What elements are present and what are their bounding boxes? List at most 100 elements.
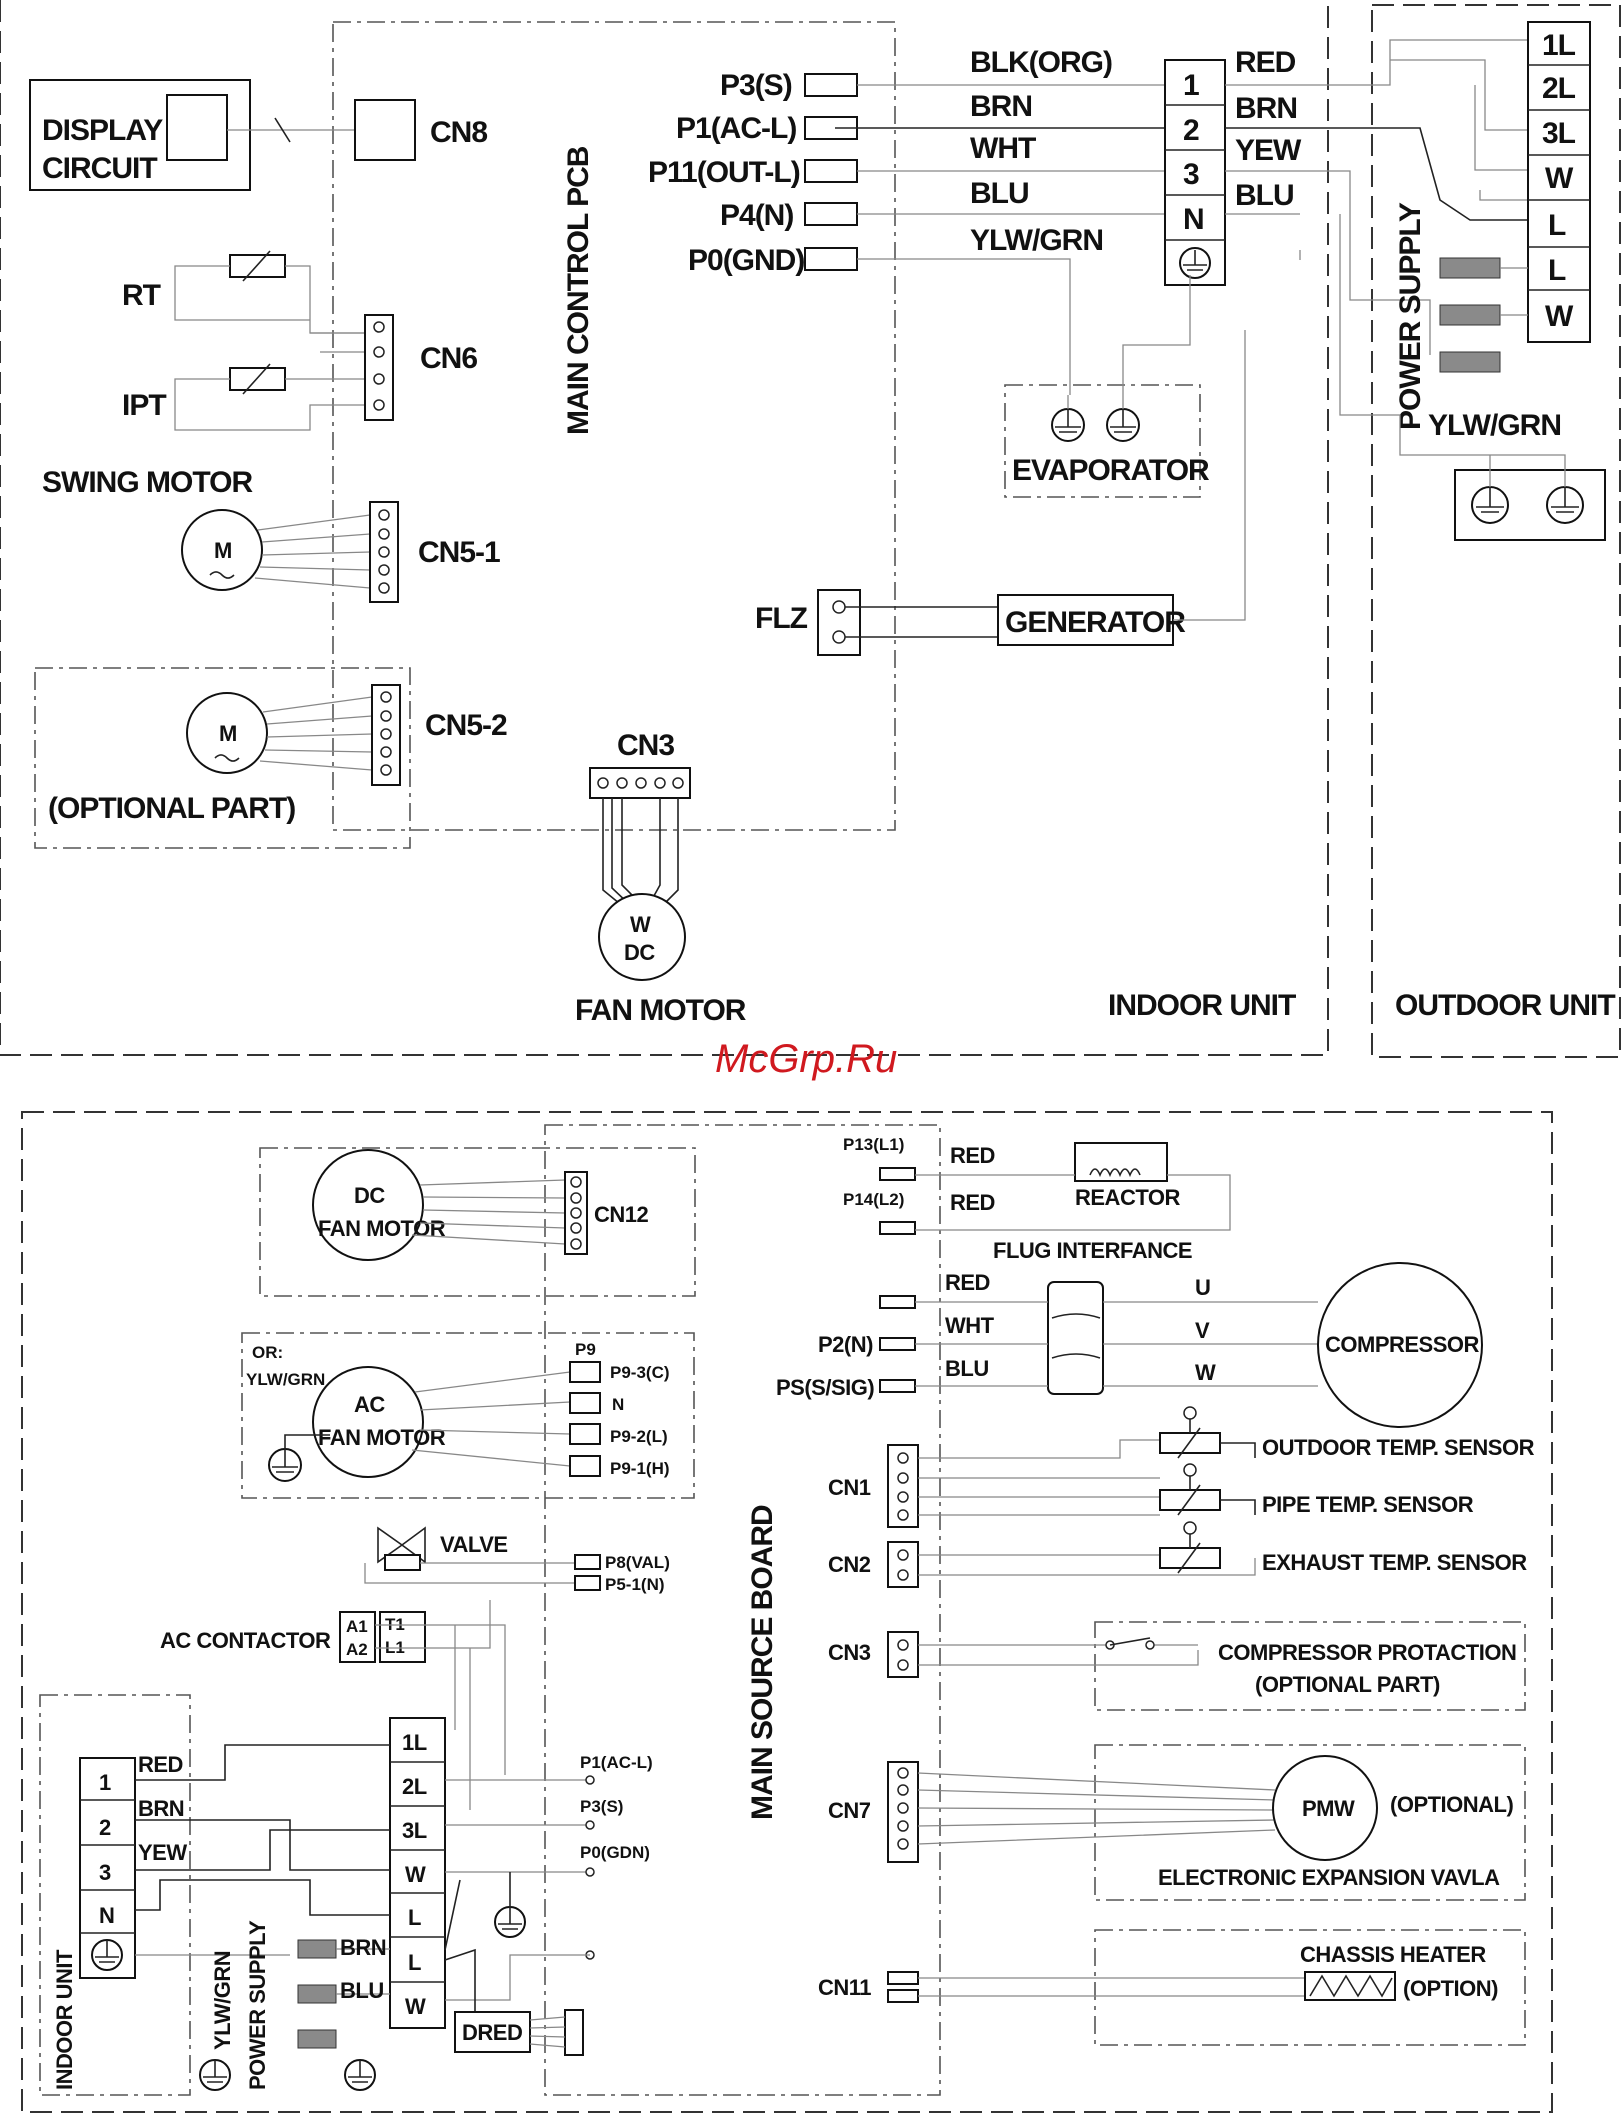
outdoor-temp-sensor-label: OUTDOOR TEMP. SENSOR — [1262, 1435, 1535, 1460]
bottom-indoor-terminal-3: 3 — [99, 1860, 111, 1885]
power-terminal-1l: 1L — [402, 1730, 427, 1755]
red-wire-2: RED — [950, 1190, 995, 1215]
p2-n-label: P2(N) — [818, 1332, 873, 1357]
terminal-n: N — [1183, 203, 1204, 236]
cn2-label: CN2 — [828, 1552, 871, 1577]
valve-icon — [377, 1526, 426, 1564]
dc-fan-motor — [312, 1149, 424, 1261]
outdoor-terminal-l1: L — [1548, 209, 1566, 242]
dc-fan-label-1: DC — [354, 1183, 385, 1208]
outdoor-temp-sensor — [1159, 1432, 1221, 1454]
bottom-power-supply-label: POWER SUPPLY — [245, 1920, 270, 2090]
p13-label: P13(L1) — [843, 1135, 904, 1154]
p9-label: P9 — [575, 1340, 596, 1359]
main-source-board-label: MAIN SOURCE BOARD — [746, 1505, 779, 1820]
outdoor-terminal-w2: W — [1545, 300, 1574, 333]
main-control-pcb-label: MAIN CONTROL PCB — [562, 146, 595, 435]
main-source-board-frame — [544, 1124, 941, 2096]
power-terminal-l1: L — [408, 1905, 421, 1930]
wire-brn-r: BRN — [1235, 92, 1297, 125]
wire-blu-r: BLU — [1235, 179, 1294, 212]
v-label: V — [1195, 1318, 1210, 1343]
watermark: McGrp.Ru — [715, 1037, 897, 1081]
generator-label: GENERATOR — [1005, 606, 1186, 639]
pipe-temp-sensor-label: PIPE TEMP. SENSOR — [1262, 1492, 1474, 1517]
fan-motor-dc: DC — [624, 940, 655, 965]
exhaust-temp-sensor-label: EXHAUST TEMP. SENSOR — [1262, 1550, 1527, 1575]
p3-s-label: P3(S) — [580, 1797, 623, 1816]
p8-label: P8(VAL) — [605, 1553, 670, 1572]
optional-motor — [186, 692, 268, 774]
outdoor-terminal-l2: L — [1548, 254, 1566, 287]
bottom-indoor-frame — [39, 1694, 191, 2096]
optional-part-label: (OPTIONAL PART) — [48, 792, 295, 825]
outdoor-unit-frame-bottom — [21, 1111, 1553, 2113]
bottom-ylw-grn-label: YLW/GRN — [210, 1951, 235, 2050]
red-wire-1: RED — [950, 1143, 995, 1168]
compressor-label: COMPRESSOR — [1325, 1332, 1480, 1357]
bottom-power-cable-brn — [297, 1939, 337, 1959]
outdoor-terminal-3l: 3L — [1542, 117, 1576, 150]
port-p1: P1(AC-L) — [676, 112, 796, 145]
cn7-label: CN7 — [828, 1798, 871, 1823]
uvw-wire-wht: WHT — [945, 1313, 995, 1338]
p0-gdn-label: P0(GDN) — [580, 1843, 650, 1862]
terminal-2: 2 — [1183, 114, 1199, 147]
ac-fan-label-1: AC — [354, 1392, 385, 1417]
wire-brn: BRN — [970, 90, 1032, 123]
p9-1-label: P9-1(H) — [610, 1459, 670, 1478]
swing-motor-label: SWING MOTOR — [42, 466, 253, 499]
power-terminal-w2: W — [405, 1994, 426, 2019]
generator-box — [997, 594, 1174, 646]
fan-motor-w: W — [630, 912, 651, 937]
port-p4: P4(N) — [720, 199, 793, 232]
ac-ylw-grn-label: YLW/GRN — [246, 1370, 325, 1389]
bottom-power-cable-blu — [297, 1984, 337, 2004]
comp-protection-label-1: COMPRESSOR PROTACTION — [1218, 1640, 1516, 1665]
cn6-label: CN6 — [420, 342, 477, 375]
dred-label: DRED — [462, 2020, 522, 2045]
chassis-heater-frame — [1094, 1929, 1526, 2046]
indoor-unit-frame — [0, 0, 1329, 1056]
display-circuit-label-2: CIRCUIT — [42, 152, 157, 185]
a1-label: A1 — [346, 1617, 368, 1636]
fan-motor-label: FAN MOTOR — [575, 994, 747, 1027]
cn5-1-label: CN5-1 — [418, 536, 500, 569]
dc-fan-label-2: FAN MOTOR — [318, 1216, 446, 1241]
port-p3: P3(S) — [720, 69, 792, 102]
bottom-indoor-terminal-1: 1 — [99, 1770, 111, 1795]
terminal-1: 1 — [1183, 69, 1199, 102]
power-supply-label: POWER SUPPLY — [1394, 202, 1427, 430]
w-label: W — [1195, 1360, 1216, 1385]
ac-fan-label-2: FAN MOTOR — [318, 1425, 446, 1450]
bottom-indoor-terminal-2: 2 — [99, 1815, 111, 1840]
cn12-label: CN12 — [594, 1202, 649, 1227]
display-circuit-label-1: DISPLAY — [42, 114, 163, 147]
comp-protection-frame — [1094, 1621, 1526, 1711]
dc-fan-frame — [259, 1147, 696, 1297]
wire-ylw-grn: YLW/GRN — [970, 224, 1103, 257]
wire-wht: WHT — [970, 132, 1036, 165]
reactor-icon — [1074, 1142, 1168, 1182]
bottom-brn-label: BRN — [340, 1935, 386, 1960]
bottom-wire-brn: BRN — [138, 1796, 184, 1821]
p9-3-label: P9-3(C) — [610, 1363, 670, 1382]
bottom-indoor-unit-label: INDOOR UNIT — [52, 1949, 77, 2090]
power-terminal-w: W — [405, 1862, 426, 1887]
indoor-unit-diagram: DISPLAY CIRCUIT CN8 RT IPT CN6 SWING MOT… — [0, 0, 1621, 1058]
power-cable-blu — [1439, 304, 1501, 326]
cn6-pins — [373, 321, 385, 411]
flz-label: FLZ — [755, 602, 808, 635]
dred-box — [454, 2011, 531, 2053]
chassis-heater-label: CHASSIS HEATER — [1300, 1942, 1486, 1967]
rt-label: RT — [122, 279, 161, 312]
outdoor-unit-diagram: MAIN SOURCE BOARD DC FAN MOTOR CN12 OR: … — [21, 1111, 1553, 2113]
bottom-wire-yew: YEW — [138, 1840, 187, 1865]
pcb-ports: P3(S) P1(AC-L) P11(OUT-L) P4(N) P0(GND) — [648, 69, 858, 277]
cn1-label: CN1 — [828, 1475, 871, 1500]
pmw-optional-label: (OPTIONAL) — [1390, 1792, 1513, 1817]
fan-motor — [598, 893, 686, 981]
bottom-indoor-terminal-n: N — [99, 1903, 114, 1928]
power-cable-brn — [1439, 257, 1501, 279]
